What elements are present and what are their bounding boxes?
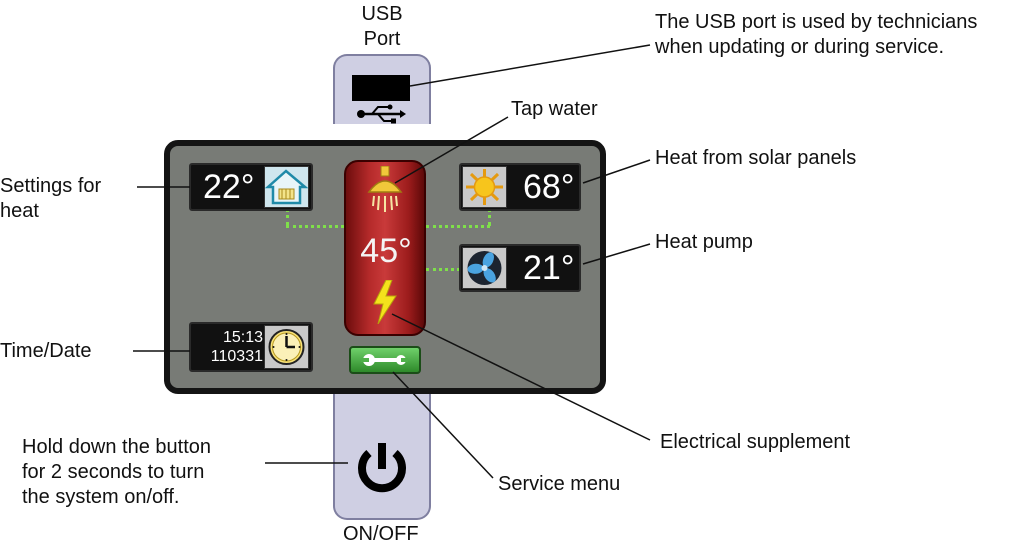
usb-port-label-line1: USB (361, 3, 403, 25)
power-icon[interactable] (352, 437, 412, 497)
shower-icon (367, 166, 403, 212)
power-description-line2: for 2 seconds to turn (22, 461, 205, 483)
time-date-text: 15:13 110331 (199, 328, 263, 366)
heat-solar-label: Heat from solar panels (655, 147, 857, 169)
power-description: Hold down the button for 2 seconds to tu… (22, 435, 211, 510)
fan-icon (462, 247, 507, 289)
house-icon (264, 166, 309, 208)
service-menu-button[interactable] (349, 346, 421, 374)
settings-heat-line1: Settings for (0, 175, 102, 197)
link-line (488, 208, 491, 226)
power-description-line1: Hold down the button (22, 436, 212, 458)
time-value: 15:13 (222, 329, 263, 346)
on-off-label: ON/OFF (343, 523, 419, 545)
link-line (426, 225, 490, 228)
date-value: 110331 (210, 348, 263, 365)
link-line (286, 225, 344, 228)
heat-pump-label: Heat pump (655, 231, 753, 253)
sun-icon (462, 166, 507, 208)
usb-description: The USB port is used by technicians when… (655, 10, 977, 60)
usb-description-line2: when updating or during service. (655, 36, 945, 58)
tap-water-label: Tap water (511, 98, 598, 120)
power-description-line3: the system on/off. (22, 486, 180, 508)
usb-port[interactable] (352, 75, 410, 101)
usb-port-label: USB Port (352, 2, 412, 52)
lightning-icon (373, 280, 397, 324)
usb-icon (357, 104, 406, 124)
heat-pump-temp-value: 21° (523, 248, 575, 287)
service-menu-label: Service menu (498, 473, 621, 495)
room-temp-value: 22° (203, 167, 255, 206)
link-line (286, 208, 289, 226)
link-line (426, 268, 460, 271)
solar-temp-value: 68° (523, 167, 575, 206)
tank-temp-value: 45° (360, 232, 412, 270)
time-date-label: Time/Date (0, 340, 92, 362)
wrench-icon (361, 354, 408, 366)
clock-icon (264, 325, 309, 369)
electrical-supplement-label: Electrical supplement (660, 431, 851, 453)
usb-port-label-line2: Port (363, 28, 401, 50)
settings-heat-line2: heat (0, 200, 39, 222)
settings-heat-label: Settings for heat (0, 174, 101, 224)
usb-description-line1: The USB port is used by technicians (655, 11, 978, 33)
